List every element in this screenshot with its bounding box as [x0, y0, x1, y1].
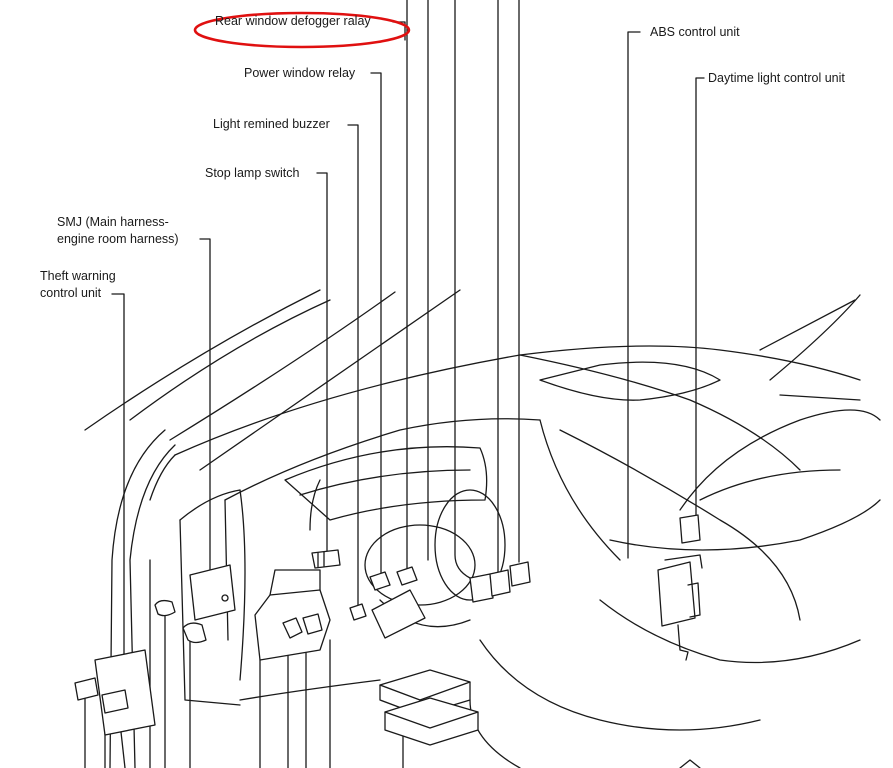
- leader-daytime-light: [695, 77, 705, 521]
- stop-lamp-switch-part: [311, 549, 341, 569]
- label-power-window-relay: Power window relay: [244, 66, 356, 80]
- label-light-remined-buzzer: Light remined buzzer: [213, 117, 330, 131]
- leader-lines: [84, 0, 705, 768]
- label-smj-line1: SMJ (Main harness-: [57, 215, 169, 229]
- leader-theft-warning: [111, 293, 125, 661]
- leader-power-window-relay: [370, 72, 382, 576]
- leader-abs: [627, 31, 641, 559]
- highlight-circle: [193, 11, 411, 49]
- leader-stop-lamp-switch: [316, 172, 328, 556]
- label-rear-window-defogger-relay: Rear window defogger ralay: [215, 14, 371, 28]
- components: [74, 514, 703, 746]
- power-window-relay-part: [371, 589, 426, 639]
- smj-connector: [189, 564, 236, 621]
- label-abs-control-unit: ABS control unit: [650, 25, 740, 39]
- label-theft-line2: control unit: [40, 286, 102, 300]
- dashboard-outline: [84, 289, 881, 768]
- leader-smj: [199, 238, 211, 576]
- label-daytime-light-control-unit: Daytime light control unit: [708, 71, 845, 85]
- abs-control-unit-part: [657, 561, 696, 627]
- label-stop-lamp-switch: Stop lamp switch: [205, 166, 300, 180]
- label-smj-line2: engine room harness): [57, 232, 179, 246]
- daytime-light-unit: [679, 514, 701, 544]
- label-theft-line1: Theft warning: [40, 269, 116, 283]
- leader-light-buzzer: [347, 124, 359, 609]
